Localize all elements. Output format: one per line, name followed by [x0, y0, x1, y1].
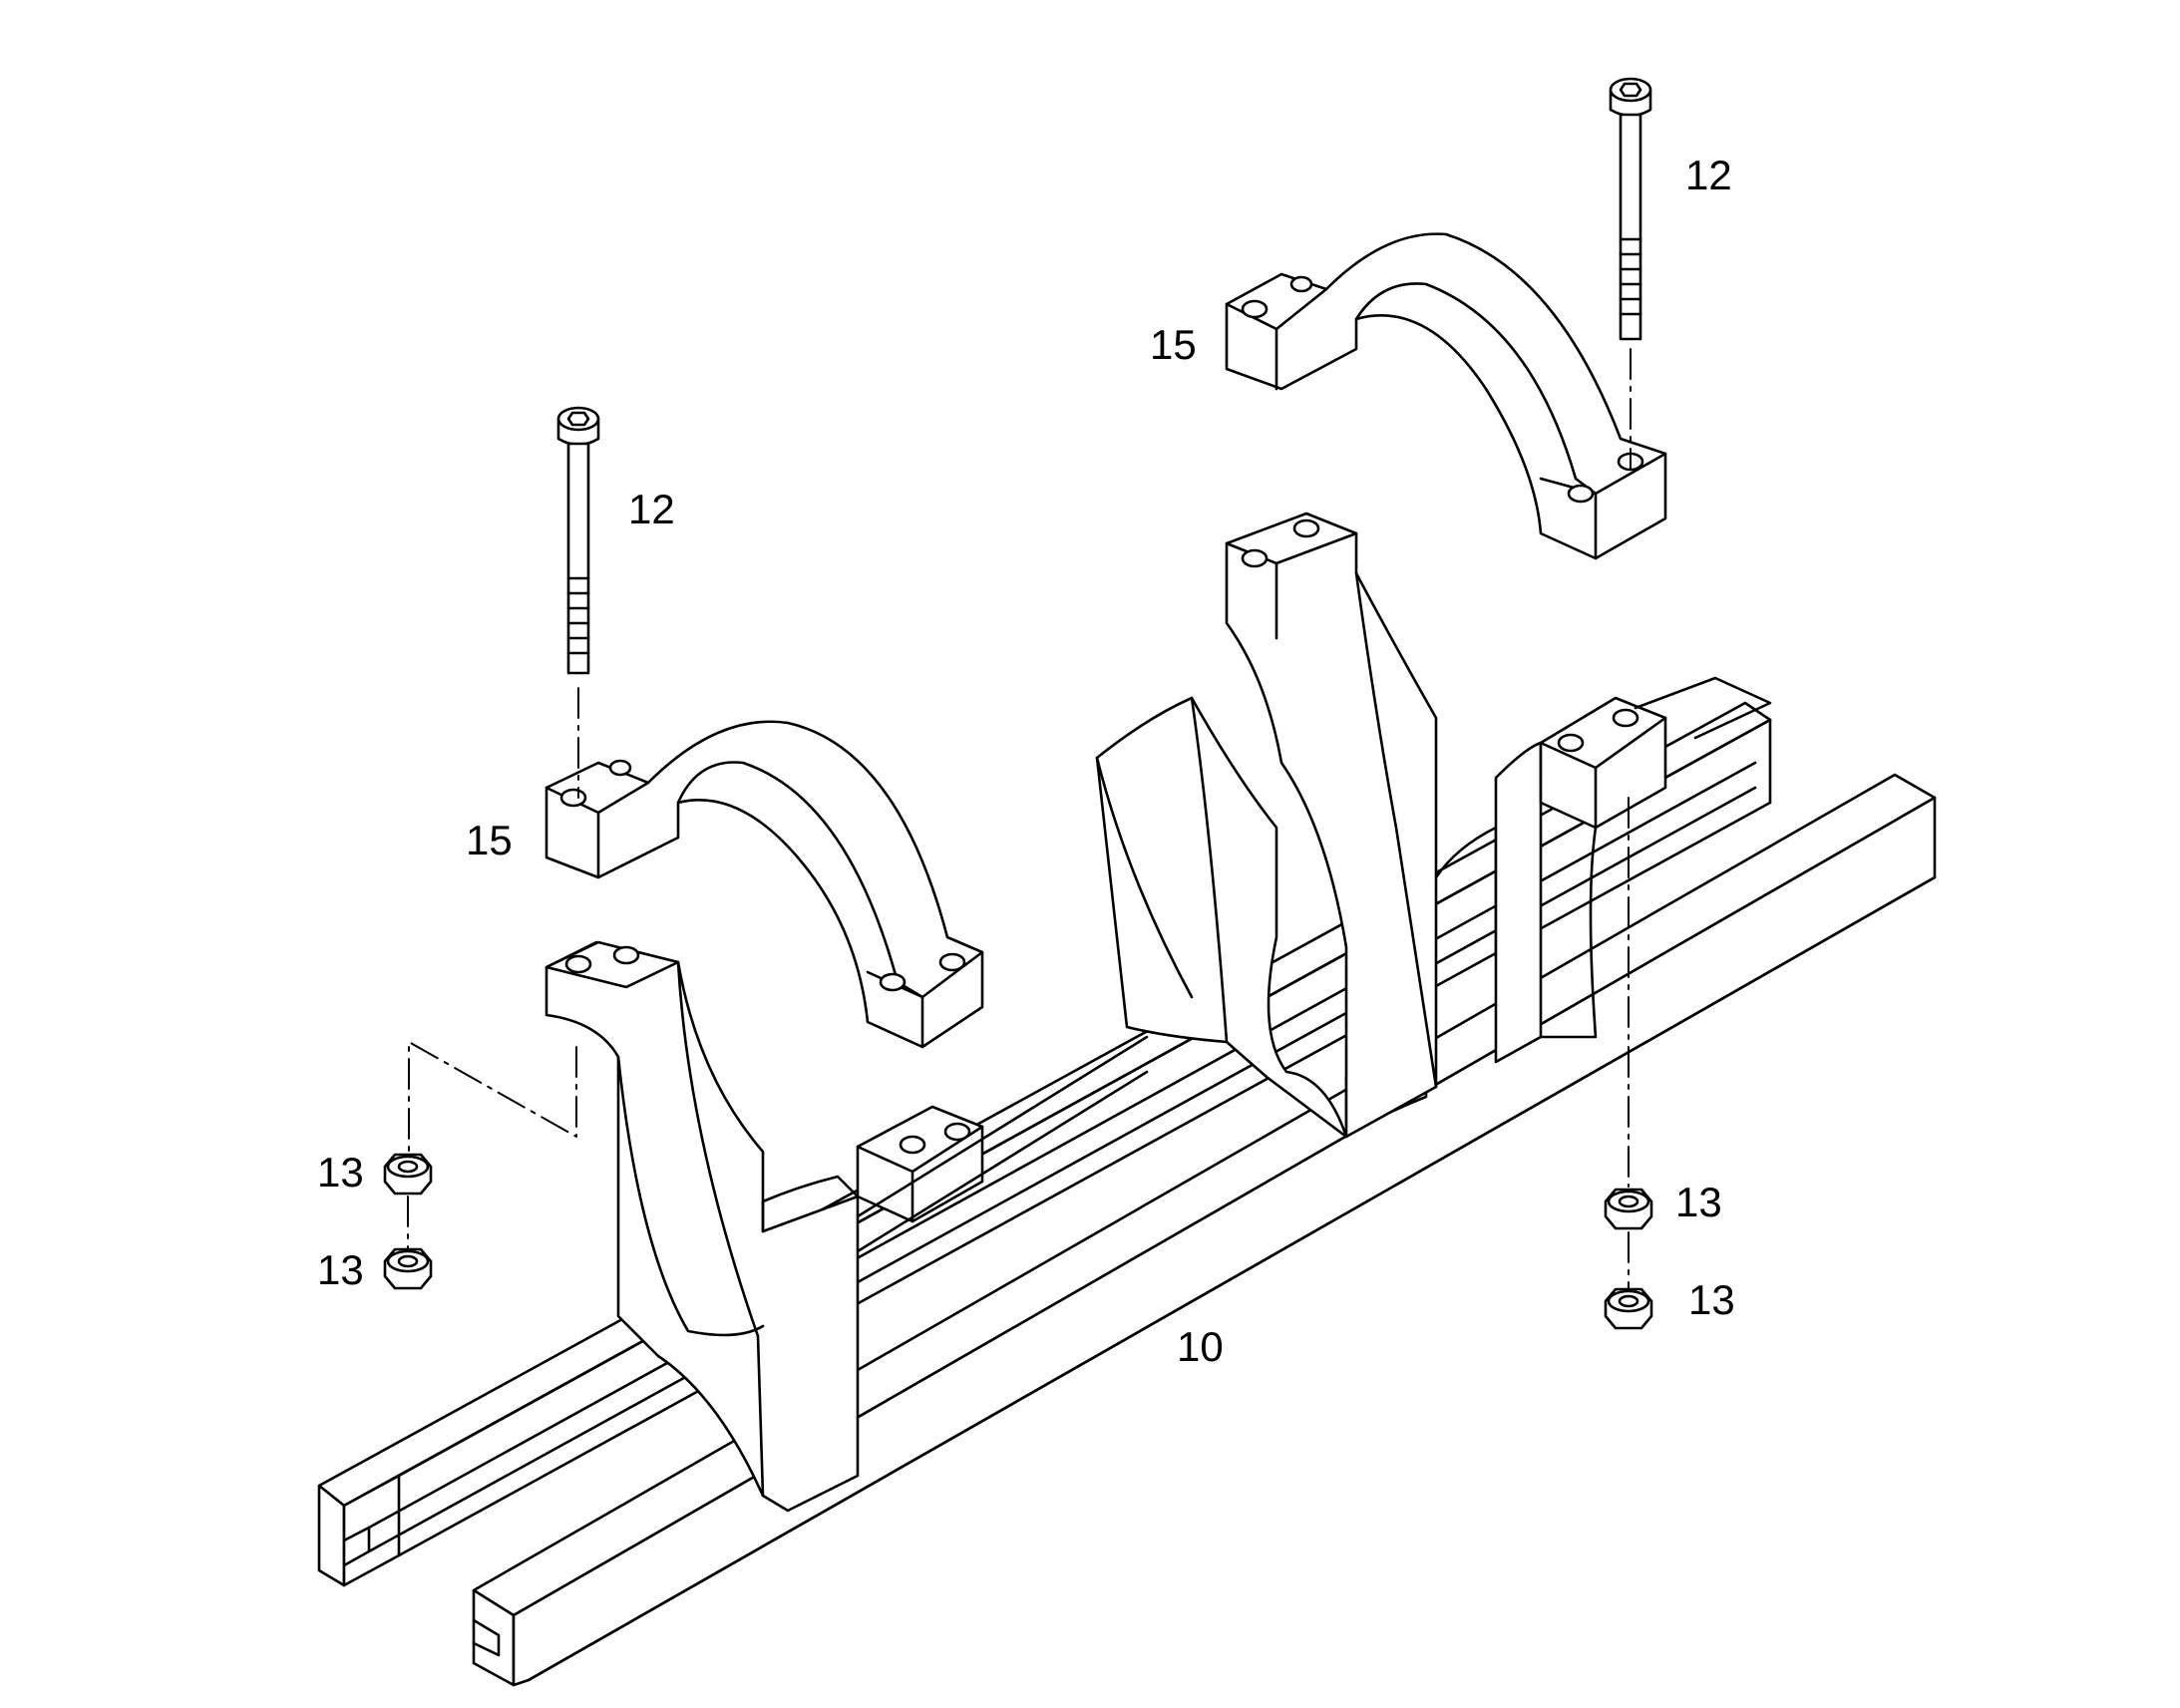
callout-13-right-lower: 13 — [1688, 1276, 1735, 1323]
left-upper-cap — [545, 720, 984, 1049]
nut-left-lower — [383, 1247, 433, 1290]
callout-15-right: 15 — [1150, 321, 1197, 368]
right-lower-saddle — [1095, 512, 1772, 1139]
nut-right-upper — [1604, 1188, 1653, 1230]
nut-right-lower — [1604, 1287, 1653, 1330]
callout-13-left-upper: 13 — [317, 1149, 364, 1196]
callout-13-right-upper: 13 — [1675, 1179, 1722, 1225]
callout-10: 10 — [1177, 1323, 1224, 1370]
right-upper-cap — [1225, 232, 1667, 560]
bolt-right — [1609, 77, 1652, 341]
left-lower-saddle — [545, 940, 1149, 1513]
callout-15-left: 15 — [466, 817, 513, 863]
callout-13-left-lower: 13 — [317, 1246, 364, 1293]
rail-back — [317, 701, 1772, 1587]
bolt-left — [556, 406, 600, 675]
nut-left-upper — [383, 1153, 433, 1196]
callout-12-right: 12 — [1685, 152, 1732, 198]
assembly-center-lines — [407, 348, 1632, 1289]
callout-12-left: 12 — [628, 486, 675, 532]
